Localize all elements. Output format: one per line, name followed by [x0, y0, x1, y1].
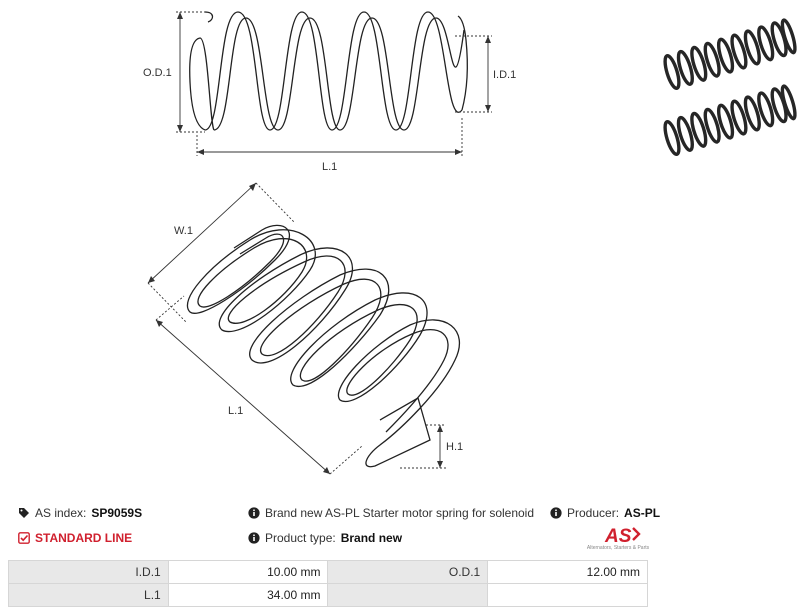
info-icon — [248, 532, 260, 544]
logo-tagline: Alternators, Starters & Parts — [586, 545, 650, 551]
param-value: 34.00 mm — [167, 583, 329, 607]
id-label: I.D.1 — [493, 69, 516, 81]
param-label — [327, 583, 489, 607]
photo-spring-bottom — [663, 84, 797, 157]
producer: Producer: AS-PL — [550, 506, 660, 520]
product-info: AS index: SP9059S STANDARD LINE Brand ne… — [0, 500, 800, 560]
spring-side-view — [189, 11, 468, 131]
param-value: 12.00 mm — [487, 560, 648, 584]
as-index-value: SP9059S — [91, 506, 143, 520]
bottom-arrowheads — [148, 183, 443, 474]
l-top-label: L.1 — [322, 161, 337, 173]
standard-line: STANDARD LINE — [18, 531, 132, 545]
param-label: L.1 — [8, 583, 169, 607]
info-icon — [248, 507, 260, 519]
as-index: AS index: SP9059S — [18, 506, 142, 520]
param-label: O.D.1 — [327, 560, 489, 584]
as-index-label: AS index: — [35, 506, 87, 520]
top-arrowheads — [177, 12, 491, 155]
od-label: O.D.1 — [143, 67, 172, 79]
parameters-table: I.D.1 10.00 mm O.D.1 12.00 mm L.1 34.00 … — [8, 560, 648, 607]
photo-spring-top — [663, 18, 797, 91]
w-label: W.1 — [174, 225, 193, 237]
table-row: I.D.1 10.00 mm O.D.1 12.00 mm — [8, 560, 648, 584]
param-value — [487, 583, 648, 607]
description-text: Brand new AS-PL Starter motor spring for… — [265, 506, 535, 520]
top-dimension-lines — [176, 11, 492, 156]
product-photo — [663, 18, 797, 157]
description: Brand new AS-PL Starter motor spring for… — [248, 506, 534, 520]
param-value: 10.00 mm — [167, 560, 329, 584]
svg-text:AS: AS — [604, 526, 632, 546]
product-type-value: Brand new — [340, 531, 403, 545]
tags-icon — [18, 507, 30, 519]
h-label: H.1 — [446, 441, 463, 453]
producer-value: AS-PL — [624, 506, 661, 520]
as-pl-logo-mark: AS — [604, 526, 641, 547]
standard-line-label: STANDARD LINE — [35, 531, 133, 545]
as-pl-logo: AS Alternators, Starters & Parts — [583, 524, 653, 552]
product-type: Product type: Brand new — [248, 531, 402, 545]
table-row: L.1 34.00 mm — [8, 583, 648, 607]
flat-spring-view — [186, 224, 461, 468]
product-type-label: Product type: — [265, 531, 336, 545]
producer-label: Producer: — [567, 506, 620, 520]
info-icon — [550, 507, 562, 519]
bottom-dimension-lines — [147, 182, 446, 475]
param-label: I.D.1 — [8, 560, 169, 584]
checkbox-checked-icon — [18, 532, 30, 544]
spring-technical-drawing: O.D.1 I.D.1 L.1 W.1 L.1 H.1 — [143, 11, 797, 475]
l-bottom-label: L.1 — [228, 405, 243, 417]
